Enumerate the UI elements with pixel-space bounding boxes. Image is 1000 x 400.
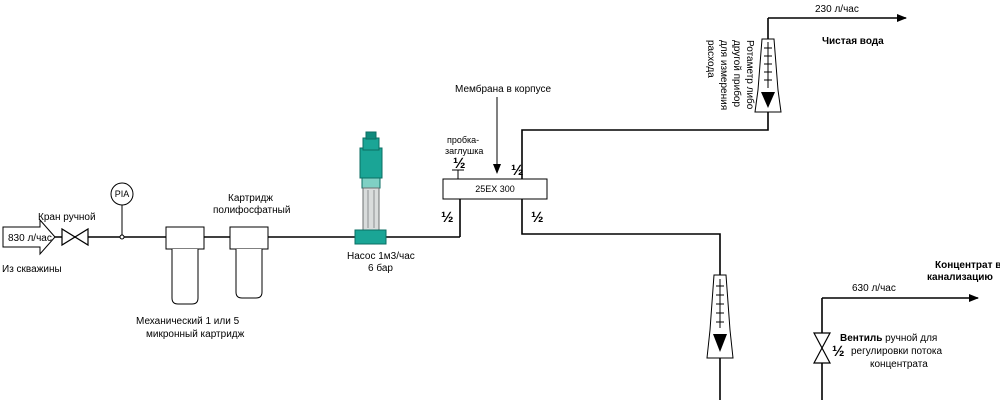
pressure-gauge-icon (110, 182, 134, 240)
conc-valve-line3: концентрата (870, 359, 928, 370)
polyphosphate-filter-icon (229, 226, 269, 299)
main-pipe (55, 197, 461, 238)
membrane-housing-icon (442, 178, 548, 200)
mech-filter-line2: микронный картридж (146, 329, 245, 340)
valve-label: Кран ручной (38, 212, 96, 223)
pump-line2: 6 бар (368, 262, 393, 274)
svg-text:для измерения: для измерения (718, 40, 729, 110)
svg-text:расхода: расхода (705, 40, 716, 78)
svg-text:Ротаметр либо: Ротаметр либо (744, 40, 756, 110)
clean-water-label: Чистая вода (822, 36, 884, 47)
concentrate-flow: 630 л/час (852, 283, 896, 294)
mechanical-filter-icon (165, 226, 205, 305)
poly-filter-line1: Картридж (228, 193, 273, 204)
inlet-flow: 830 л/час (8, 233, 52, 244)
size-label-concentrate: ½ (531, 209, 544, 226)
concentrate-line1: Концентрат в (935, 260, 1000, 271)
concentrate-rotameter-icon (706, 274, 734, 359)
concentrate-line2: канализацию (927, 272, 993, 283)
pump-icon (354, 131, 387, 245)
poly-filter-line2: полифосфатный (213, 204, 290, 216)
size-label-valve: ½ (832, 343, 845, 360)
inlet-label: Из скважины (2, 264, 62, 275)
membrane-label: Мембрана в корпусе (455, 83, 551, 95)
clean-water-flow: 230 л/час (815, 4, 859, 15)
gauge-label: PIA (115, 189, 130, 199)
mech-filter-line1: Механический 1 или 5 (136, 316, 240, 327)
svg-text:другой прибор: другой прибор (731, 40, 743, 107)
rotameter-note: Ротаметр либо другой прибор для измерени… (705, 40, 756, 110)
permeate-pipe (521, 14, 907, 179)
inlet-arrow (2, 218, 56, 256)
plug-icon (452, 169, 464, 179)
conc-valve-line1: Вентиль ручной для (840, 333, 937, 344)
pump-line1: Насос 1м3/час (347, 251, 415, 262)
size-label-inlet: ½ (441, 209, 454, 226)
conc-valve-line2: регулировки потока (851, 346, 943, 357)
plug-line1: пробка- (447, 135, 479, 145)
concentrate-pipe (521, 199, 979, 400)
plug-line2: заглушка (445, 146, 483, 156)
size-label-permeate: ½ (511, 162, 524, 179)
membrane-model: 25EX 300 (475, 184, 515, 194)
concentrate-valve-icon (813, 332, 831, 364)
permeate-rotameter-icon (754, 38, 782, 113)
size-label-plug: ½ (453, 155, 466, 172)
manual-valve-icon (61, 227, 89, 247)
